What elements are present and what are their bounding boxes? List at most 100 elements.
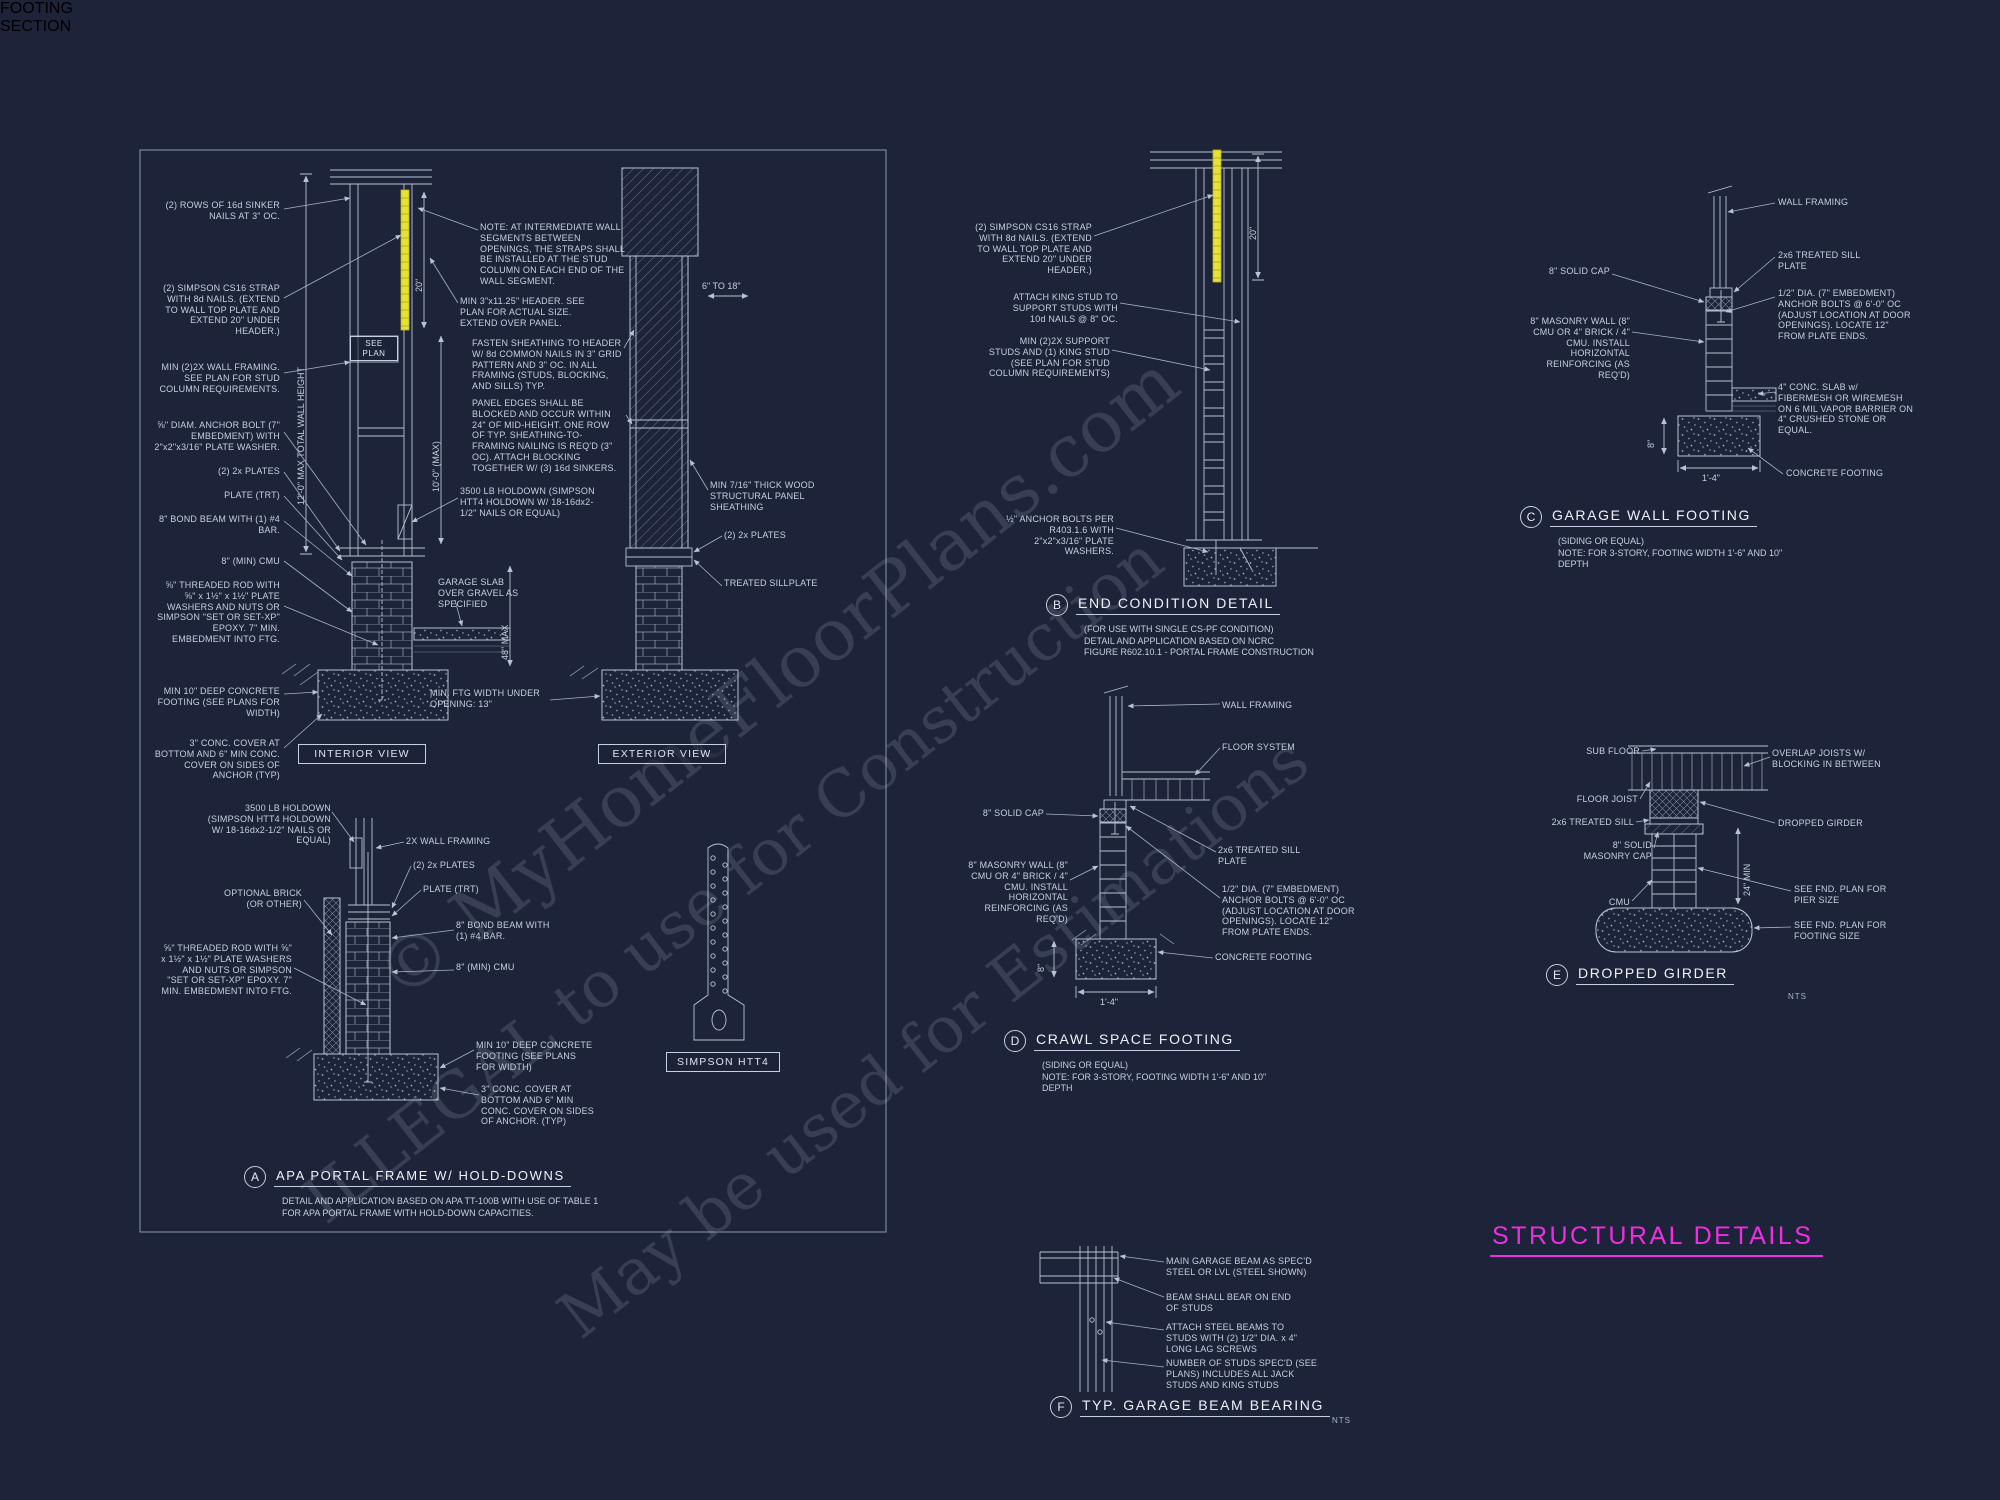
annotation-e-dropped-girder: DROPPED GIRDER <box>1778 818 1863 828</box>
annotation-sinker-nails: (2) ROWS OF 16d SINKER NAILS AT 3" OC. <box>165 200 280 221</box>
annotation-bond-beam: 8" BOND BEAM WITH (1) #4 BAR. <box>158 514 280 535</box>
annotation-concrete-footing: MIN 10" DEEP CONCRETE FOOTING (SEE PLANS… <box>157 686 280 718</box>
annotation-c-conc-slab: 4" CONC. SLAB w/ FIBERMESH OR WIREMESH O… <box>1778 382 1914 436</box>
annotation-c-anchor-bolts: 1/2" DIA. (7" EMBEDMENT) ANCHOR BOLTS @ … <box>1778 288 1911 342</box>
annotation-b-king-stud: ATTACH KING STUD TO SUPPORT STUDS WITH 1… <box>1012 292 1118 324</box>
annotation-panel-sheathing: MIN 7/16" THICK WOOD STRUCTURAL PANEL SH… <box>710 480 815 512</box>
annotation-e-masonry-cap: 8" SOLID MASONRY CAP <box>1583 840 1652 861</box>
detail-d-title-text: CRAWL SPACE FOOTING <box>1034 1031 1240 1051</box>
detail-a-tag: A <box>244 1166 266 1188</box>
yellow-strap-highlight <box>1212 149 1222 283</box>
annotation-fs-footing: MIN 10" DEEP CONCRETE FOOTING (SEE PLANS… <box>476 1040 593 1072</box>
detail-a-footing-section-drawing <box>285 818 439 1101</box>
annotation-2x-plates: (2) 2x PLATES <box>218 466 280 476</box>
detail-b-tag: B <box>1046 594 1068 616</box>
annotation-f-stud-count: NUMBER OF STUDS SPEC'D (SEE PLANS) INCLU… <box>1166 1358 1318 1390</box>
detail-a-title-text: APA PORTAL FRAME W/ HOLD-DOWNS <box>274 1168 571 1187</box>
detail-c-tag: C <box>1520 506 1542 528</box>
annotation-header: MIN 3"x11.25" HEADER. SEE PLAN FOR ACTUA… <box>460 296 585 328</box>
annotation-fs-cover: 3" CONC. COVER AT BOTTOM AND 6" MIN CONC… <box>481 1084 595 1127</box>
annotation-e-floor-joist: FLOOR JOIST <box>1576 794 1638 804</box>
dim-e-pier-height: 24" MIN <box>1742 863 1752 896</box>
dim-d-footing-width: 1'-4" <box>1100 997 1118 1007</box>
annotation-garage-slab: GARAGE SLAB OVER GRAVEL AS SPECIFIED <box>438 577 519 609</box>
annotation-e-sub-floor: SUB FLOOR <box>1586 746 1640 756</box>
annotation-c-wall-framing: WALL FRAMING <box>1778 197 1849 207</box>
annotation-fs-threaded-rod: ⅝" THREADED ROD WITH ⅝" x 1½" x 1½" PLAT… <box>161 943 292 997</box>
annotation-panel-edges: PANEL EDGES SHALL BE BLOCKED AND OCCUR W… <box>472 398 617 473</box>
detail-b-drawing <box>1150 149 1318 587</box>
annotation-e-cmu: CMU <box>1608 897 1630 907</box>
exterior-view-caption: EXTERIOR VIEW <box>598 744 726 764</box>
annotation-fs-holdown: 3500 LB HOLDOWN (SIMPSON HTT4 HOLDOWN W/… <box>207 803 331 846</box>
detail-e-scale: NTS <box>1788 992 1807 1001</box>
annotation-f-main-beam: MAIN GARAGE BEAM AS SPEC'D STEEL OR LVL … <box>1166 1256 1312 1277</box>
annotation-f-beam-bearing: BEAM SHALL BEAR ON END OF STUDS <box>1166 1292 1292 1313</box>
annotation-d-concrete-footing: CONCRETE FOOTING <box>1215 952 1313 962</box>
annotation-c-masonry-wall: 8" MASONRY WALL (8" CMU OR 4" BRICK / 4"… <box>1530 316 1630 380</box>
annotation-ftg-width: MIN. FTG WIDTH UNDER OPENING: 13" <box>430 688 540 709</box>
annotation-c-concrete-footing: CONCRETE FOOTING <box>1786 468 1884 478</box>
detail-e-tag: E <box>1546 964 1568 986</box>
annotation-d-solid-cap: 8" SOLID CAP <box>982 808 1044 818</box>
detail-c-drawing <box>1661 185 1777 472</box>
detail-f-scale: NTS <box>1332 1416 1351 1425</box>
annotation-fs-wall-framing: 2X WALL FRAMING <box>406 836 491 846</box>
annotation-fasten-sheathing: FASTEN SHEATHING TO HEADER W/ 8d COMMON … <box>472 338 622 392</box>
annotation-c-sill-plate: 2x6 TREATED SILL PLATE <box>1778 250 1861 271</box>
detail-a-title: A APA PORTAL FRAME W/ HOLD-DOWNS <box>244 1166 571 1188</box>
detail-b-note: (FOR USE WITH SINGLE CS-PF CONDITION) DE… <box>1084 624 1314 658</box>
leader-lines <box>283 194 1792 1368</box>
detail-c-title: C GARAGE WALL FOOTING <box>1520 506 1757 528</box>
annotation-conc-cover: 3" CONC. COVER AT BOTTOM AND 6" MIN CONC… <box>154 738 280 781</box>
dim-strap-length: 20" <box>414 278 424 292</box>
annotation-f-lag-screws: ATTACH STEEL BEAMS TO STUDS WITH (2) 1/2… <box>1166 1322 1298 1354</box>
annotation-anchor-bolt: ⅝" DIAM. ANCHOR BOLT (7" EMBEDMENT) WITH… <box>154 420 280 452</box>
detail-a-exterior-view-drawing <box>569 167 749 721</box>
dim-header-depth: 6" TO 18" <box>702 281 741 291</box>
annotation-min-cmu: 8" (MIN) CMU <box>221 556 280 566</box>
annotation-ext-2x-plates: (2) 2x PLATES <box>724 530 786 540</box>
annotation-fs-2x-plates: (2) 2x PLATES <box>413 860 475 870</box>
footing-section-caption: FOOTING SECTION <box>0 0 73 35</box>
detail-f-title-text: TYP. GARAGE BEAM BEARING <box>1080 1397 1330 1417</box>
simpson-htt4-caption: SIMPSON HTT4 <box>666 1052 780 1072</box>
detail-d-note: (SIDING OR EQUAL) NOTE: FOR 3-STORY, FOO… <box>1042 1060 1267 1094</box>
see-plan-box: SEE PLAN <box>350 336 398 362</box>
annotation-d-masonry-wall: 8" MASONRY WALL (8" CMU OR 4" BRICK / 4"… <box>968 860 1068 924</box>
detail-a-interior-view-drawing <box>281 169 513 721</box>
dim-c-footing-width: 1'-4" <box>1702 473 1720 483</box>
detail-f-drawing <box>1039 1246 1119 1392</box>
simpson-htt4-drawing <box>693 843 745 1041</box>
annotation-intermediate-note: NOTE: AT INTERMEDIATE WALL SEGMENTS BETW… <box>480 222 625 286</box>
annotation-fs-plate-trt: PLATE (TRT) <box>423 884 479 894</box>
annotation-c-solid-cap: 8" SOLID CAP <box>1548 266 1610 276</box>
dim-clear-height: 10'-0" (MAX) <box>431 441 441 492</box>
detail-b-title-text: END CONDITION DETAIL <box>1076 595 1280 615</box>
annotation-d-anchor-bolts: 1/2" DIA. (7" EMBEDMENT) ANCHOR BOLTS @ … <box>1222 884 1355 938</box>
detail-c-note: (SIDING OR EQUAL) NOTE: FOR 3-STORY, FOO… <box>1558 536 1783 570</box>
detail-c-title-text: GARAGE WALL FOOTING <box>1550 507 1757 527</box>
dim-c-footing-depth: 8" <box>1646 439 1656 448</box>
detail-e-title: E DROPPED GIRDER <box>1546 964 1734 986</box>
dim-d-footing-depth: 8" <box>1036 963 1046 972</box>
annotation-b-anchor-bolts: ½" ANCHOR BOLTS PER R403.1.6 WITH 2"x2"x… <box>1006 514 1114 557</box>
detail-f-title: F TYP. GARAGE BEAM BEARING <box>1050 1396 1330 1418</box>
annotation-cs16-strap: (2) SIMPSON CS16 STRAP WITH 8d NAILS. (E… <box>163 283 280 337</box>
dim-cmu-height: 48" MAX <box>500 624 510 660</box>
interior-view-caption: INTERIOR VIEW <box>298 744 426 764</box>
dim-b-strap-length: 20" <box>1248 226 1258 240</box>
annotation-b-support-studs: MIN (2)2X SUPPORT STUDS AND (1) KING STU… <box>988 336 1110 379</box>
annotation-plate-trt: PLATE (TRT) <box>224 490 280 500</box>
annotation-optional-brick: OPTIONAL BRICK (OR OTHER) <box>224 888 302 909</box>
annotation-e-pier-size: SEE FND. PLAN FOR PIER SIZE <box>1794 884 1887 905</box>
annotation-e-treated-sill: 2x6 TREATED SILL <box>1551 817 1634 827</box>
dim-total-wall-height: 12'-0" MAX TOTAL WALL HEIGHT <box>296 367 306 505</box>
detail-e-drawing <box>1595 745 1768 953</box>
detail-d-drawing <box>1051 685 1210 998</box>
detail-f-tag: F <box>1050 1396 1072 1418</box>
detail-e-title-text: DROPPED GIRDER <box>1576 965 1734 985</box>
annotation-d-floor-system: FLOOR SYSTEM <box>1222 742 1295 752</box>
